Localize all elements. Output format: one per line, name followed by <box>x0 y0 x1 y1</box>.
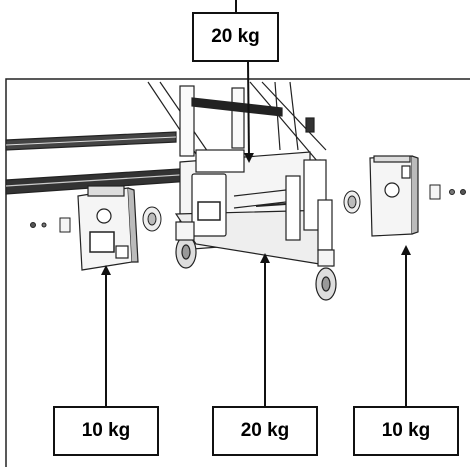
weight-label-center: 20 kg <box>212 406 318 456</box>
left-small-parts <box>30 206 162 233</box>
caster-wheels <box>175 221 337 301</box>
weight-label-right: 10 kg <box>353 406 459 456</box>
machine-frame <box>147 81 327 163</box>
right-weight-plate <box>369 155 419 237</box>
arrow-top <box>243 61 254 163</box>
right-small-parts <box>343 184 466 214</box>
diagram-frame <box>5 78 470 467</box>
central-carriage <box>174 149 333 267</box>
left-weight-plate <box>77 185 139 271</box>
weight-label-left: 10 kg <box>53 406 159 456</box>
weight-label-top: 20 kg <box>192 12 279 62</box>
